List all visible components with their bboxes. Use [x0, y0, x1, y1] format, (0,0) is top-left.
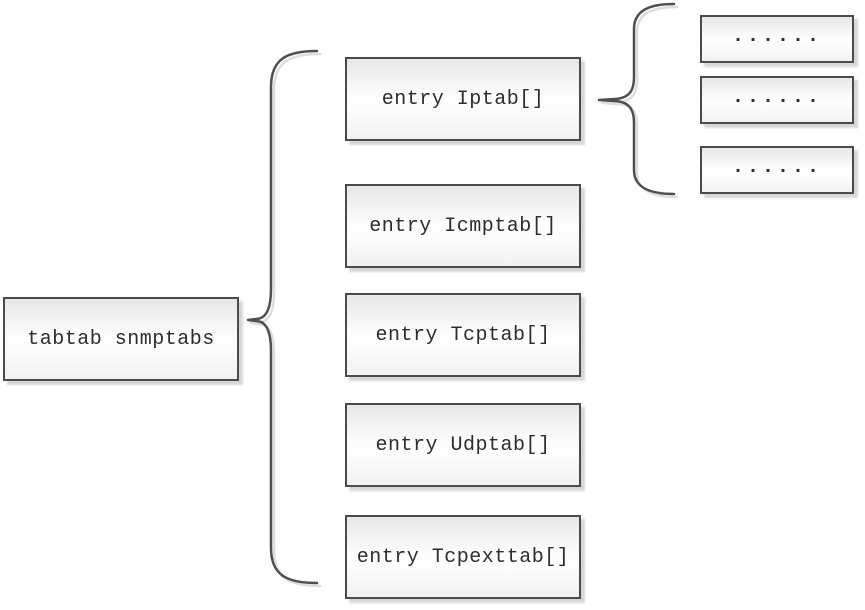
- node-entry-tcpexttab: entry Tcpexttab[]: [345, 515, 581, 599]
- node-entry-iptab: entry Iptab[]: [345, 57, 581, 141]
- node-label: entry Iptab[]: [381, 87, 545, 111]
- node-entry-tcptab: entry Tcptab[]: [345, 293, 581, 377]
- node-label: entry Tcpexttab[]: [356, 545, 570, 569]
- node-label: entry Tcptab[]: [375, 323, 551, 347]
- brace-root-to-entries: [246, 49, 322, 588]
- node-tabtab-snmptabs: tabtab snmptabs: [3, 297, 239, 381]
- node-subentry-placeholder-1: ......: [700, 15, 854, 63]
- node-entry-udptab: entry Udptab[]: [345, 403, 581, 487]
- brace-iptab-to-subentries: [597, 2, 679, 199]
- node-label: tabtab snmptabs: [27, 327, 215, 351]
- node-label: entry Udptab[]: [375, 433, 551, 457]
- node-label: ......: [731, 155, 822, 179]
- node-subentry-placeholder-2: ......: [700, 76, 854, 124]
- node-label: ......: [731, 24, 822, 48]
- node-label: entry Icmptab[]: [369, 214, 557, 238]
- node-subentry-placeholder-3: ......: [700, 146, 854, 194]
- node-entry-icmptab: entry Icmptab[]: [345, 184, 581, 268]
- node-label: ......: [731, 85, 822, 109]
